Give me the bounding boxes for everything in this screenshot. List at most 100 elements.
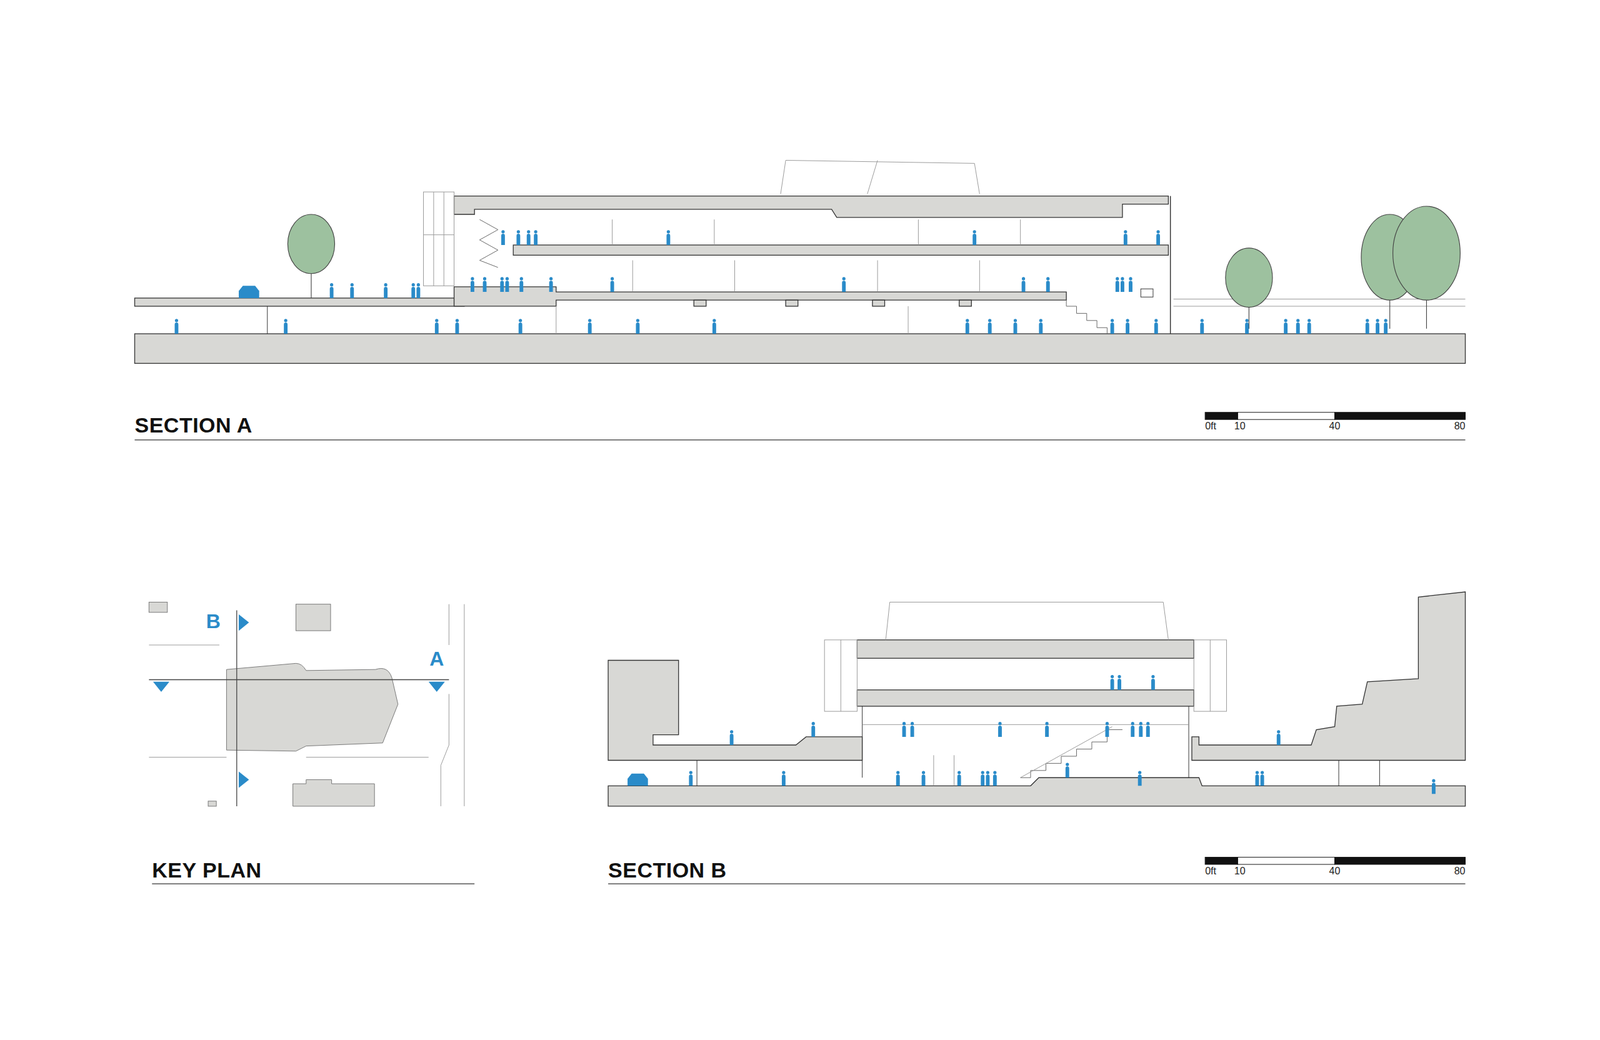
spiral-stair	[479, 219, 498, 268]
glass-box	[824, 640, 857, 712]
partition	[918, 219, 919, 245]
person-figure	[1307, 318, 1312, 334]
scale-number: 0ft	[1205, 866, 1217, 877]
scale-segment	[1335, 412, 1466, 420]
scale-bars	[1205, 412, 1465, 865]
person-figure	[965, 318, 970, 334]
scale-number: 0ft	[1205, 421, 1217, 432]
person-figure	[549, 276, 554, 292]
ground-band	[608, 777, 1465, 807]
floor-slab	[856, 690, 1194, 707]
tree-trunk	[1389, 296, 1390, 329]
person-figure	[896, 770, 900, 786]
neighbour-footprint	[293, 780, 375, 807]
person-figure	[411, 283, 415, 299]
cut-line	[148, 679, 449, 680]
person-figure	[1105, 721, 1109, 737]
person-figure	[1255, 770, 1259, 786]
person-figure	[1138, 770, 1142, 786]
person-figure	[1115, 276, 1120, 292]
person-figure	[1138, 721, 1143, 737]
beam	[785, 300, 799, 307]
clerestory	[780, 160, 980, 194]
scale-number: 80	[1454, 421, 1466, 432]
person-figure	[610, 276, 615, 292]
mullion	[423, 234, 455, 235]
person-figure	[516, 230, 520, 245]
person-figure	[533, 230, 538, 245]
stair-rail	[1020, 726, 1113, 779]
section-marker: A	[429, 648, 444, 669]
beam	[693, 300, 707, 307]
partition	[632, 260, 634, 292]
column	[1338, 760, 1340, 786]
person-figure	[957, 770, 962, 786]
elevation-lines	[135, 160, 1466, 884]
person-figure	[1283, 318, 1288, 334]
person-figure	[811, 721, 815, 737]
partition	[953, 755, 955, 786]
person-figure	[1365, 318, 1370, 334]
person-figure	[1130, 721, 1135, 737]
partition	[555, 306, 557, 334]
street-line	[440, 693, 449, 807]
person-figure	[1154, 318, 1159, 334]
person-figure	[988, 318, 992, 334]
person-figure	[383, 283, 388, 299]
cut-arrow	[238, 771, 249, 788]
scale-segment	[1205, 857, 1238, 865]
person-figure	[518, 318, 523, 334]
car	[627, 773, 649, 787]
cut-arrow	[238, 614, 249, 631]
person-figure	[1065, 762, 1070, 778]
person-figure	[1200, 318, 1204, 334]
glass-box	[1193, 640, 1227, 712]
person-figure	[1156, 230, 1160, 245]
person-figure	[841, 276, 846, 292]
trees	[287, 206, 1460, 329]
person-figure	[712, 318, 717, 334]
person-figure	[588, 318, 592, 334]
ground-band	[135, 333, 1466, 364]
section-marker: B	[206, 611, 221, 632]
background-line	[1173, 305, 1466, 307]
scale-number: 40	[1329, 866, 1341, 877]
neighbour-footprint	[295, 604, 331, 631]
tree-trunk	[1426, 296, 1427, 329]
person-figure	[1128, 276, 1133, 292]
site-line	[306, 756, 429, 758]
title-rule	[151, 883, 475, 884]
person-figure	[505, 276, 509, 292]
person-figure	[526, 230, 531, 245]
person-figure	[483, 276, 487, 292]
section-title: SECTION A	[135, 414, 253, 436]
title-rule	[135, 439, 1466, 440]
cut-arrow	[428, 681, 445, 692]
person-figure	[980, 770, 985, 786]
section-markers	[153, 614, 445, 789]
ground-floor-slab	[454, 286, 1067, 307]
section-title: SECTION B	[608, 859, 727, 881]
person-figure	[470, 276, 475, 292]
building-footprint	[226, 663, 398, 751]
cut-line	[236, 610, 237, 806]
person-figure	[1038, 318, 1043, 334]
bleacher-stair	[1020, 730, 1123, 779]
mullion	[1210, 640, 1211, 712]
tree	[287, 214, 335, 274]
person-figure	[781, 770, 786, 786]
partition	[933, 755, 934, 786]
person-figure	[330, 283, 334, 299]
person-figure	[1125, 318, 1130, 334]
person-figure	[1110, 675, 1115, 690]
solid-cut	[135, 196, 1466, 807]
site-line	[148, 756, 227, 758]
tree	[1393, 206, 1461, 300]
roof-slab	[856, 640, 1194, 659]
scale-segment	[1237, 857, 1335, 865]
person-figure	[416, 283, 420, 299]
column	[1379, 760, 1380, 786]
partition	[734, 260, 735, 292]
